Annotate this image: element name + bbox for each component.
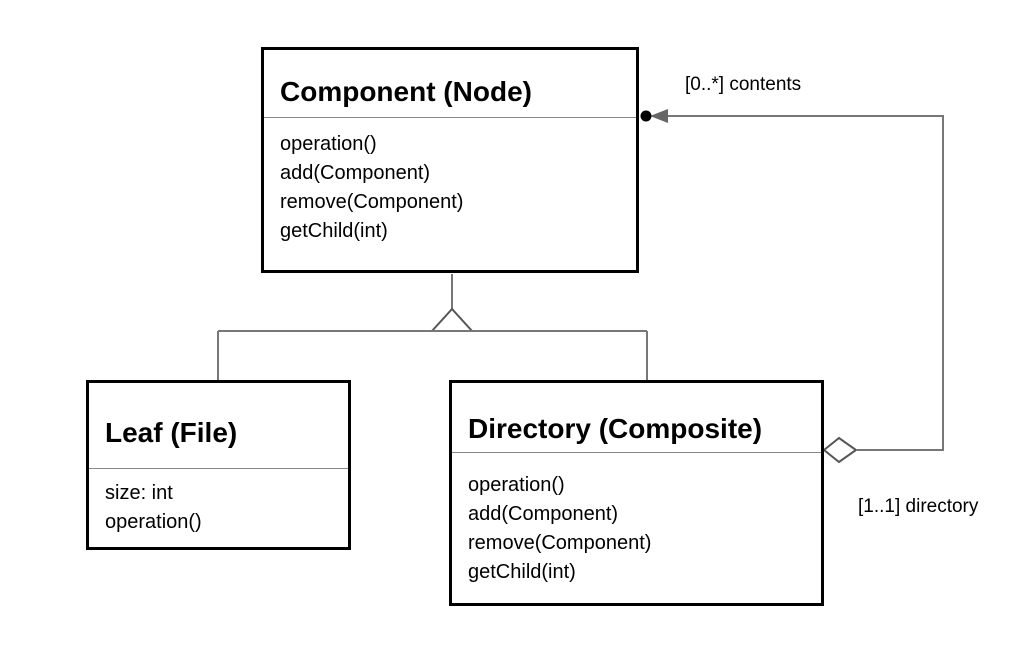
aggregation-diamond bbox=[822, 436, 858, 464]
member-remove: remove(Component) bbox=[280, 191, 464, 213]
member-add: add(Component) bbox=[280, 162, 431, 184]
class-name-component: Component (Node) bbox=[264, 50, 636, 118]
class-name-leaf: Leaf (File) bbox=[89, 383, 348, 469]
member-size: size: int bbox=[105, 482, 173, 504]
member-list-directory: operation() add(Component) remove(Compon… bbox=[452, 453, 821, 587]
member-operation: operation() bbox=[105, 511, 202, 533]
member-list-leaf: size: int operation() bbox=[89, 469, 348, 537]
member-getchild: getChild(int) bbox=[468, 561, 576, 583]
member-operation: operation() bbox=[280, 133, 377, 155]
association-label-contents: [0..*] contents bbox=[685, 74, 802, 95]
member-remove: remove(Component) bbox=[468, 532, 652, 554]
generalization-triangle bbox=[429, 307, 475, 332]
member-list-component: operation() add(Component) remove(Compon… bbox=[264, 118, 636, 246]
association-end-dot bbox=[640, 110, 652, 122]
member-getchild: getChild(int) bbox=[280, 220, 388, 242]
association-label-directory: [1..1] directory bbox=[858, 496, 979, 517]
class-name-directory: Directory (Composite) bbox=[452, 383, 821, 453]
association-arrowhead bbox=[650, 109, 668, 123]
member-operation: operation() bbox=[468, 474, 565, 496]
class-directory-composite: Directory (Composite) operation() add(Co… bbox=[449, 380, 824, 606]
class-component-node: Component (Node) operation() add(Compone… bbox=[261, 47, 639, 273]
contents-association-line bbox=[664, 115, 944, 451]
member-add: add(Component) bbox=[468, 503, 619, 525]
class-leaf-file: Leaf (File) size: int operation() bbox=[86, 380, 351, 550]
